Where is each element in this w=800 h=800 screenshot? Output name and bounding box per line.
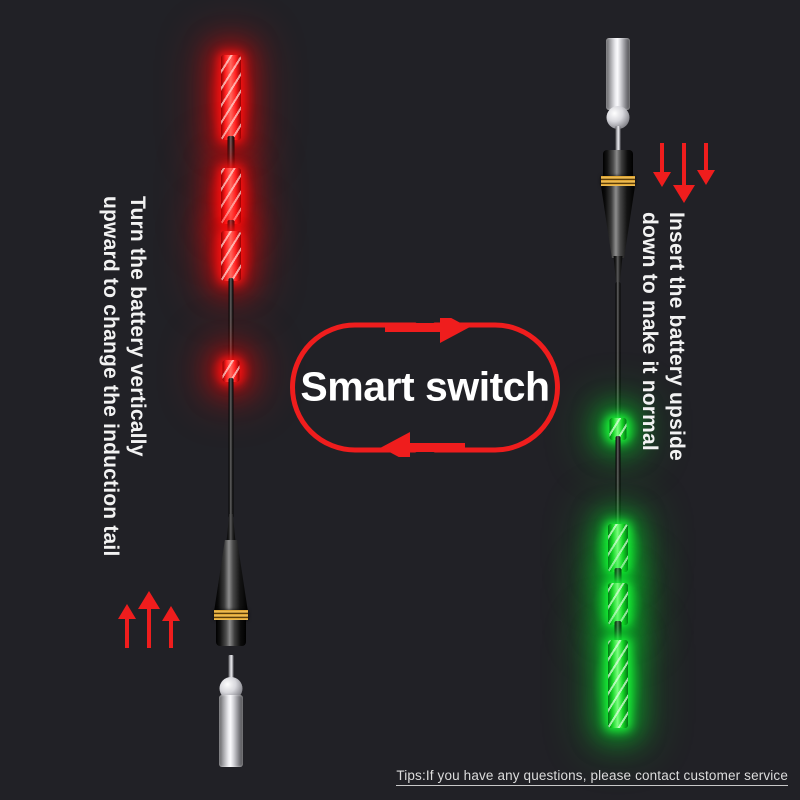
arrow-shaft bbox=[682, 143, 686, 186]
smart-switch-outline-icon bbox=[290, 318, 560, 457]
right-glow-segment-2 bbox=[582, 571, 654, 637]
glow-stripes bbox=[608, 583, 628, 625]
arrow-down-1 bbox=[651, 143, 673, 187]
left-battery bbox=[211, 655, 251, 767]
caption-left: Turn the battery vertically upward to ch… bbox=[97, 196, 151, 557]
arrow-head-icon bbox=[162, 606, 180, 621]
arrow-shaft bbox=[125, 616, 129, 648]
arrow-down-3 bbox=[695, 143, 717, 185]
glow-stripes bbox=[608, 640, 628, 728]
battery-bulb bbox=[219, 677, 243, 700]
right-stem-lower-1 bbox=[614, 568, 622, 586]
arrow-shaft bbox=[169, 618, 173, 648]
battery-pin bbox=[228, 655, 234, 683]
arrow-shaft bbox=[704, 143, 708, 173]
left-glow-segment-2 bbox=[195, 156, 267, 236]
arrow-head-icon bbox=[118, 604, 136, 619]
glow-stripes bbox=[221, 55, 241, 140]
left-gold-rings bbox=[214, 610, 248, 620]
left-stem-main-lower bbox=[228, 378, 234, 518]
right-stem-main-lower bbox=[615, 436, 621, 528]
right-battery-cap bbox=[603, 150, 633, 176]
right-battery bbox=[598, 38, 638, 154]
glow-stripes bbox=[221, 231, 241, 281]
left-glow-segment-1 bbox=[195, 41, 267, 154]
arrow-head-icon bbox=[653, 172, 671, 187]
glow-stripes bbox=[608, 524, 628, 572]
left-glow-segment-3 bbox=[195, 219, 267, 293]
arrow-up-3 bbox=[160, 606, 182, 648]
arrow-up-1 bbox=[116, 604, 138, 648]
caption-right-line1: Insert the battery upside bbox=[665, 212, 688, 461]
left-stem-upper-1 bbox=[227, 136, 235, 172]
battery-bulb bbox=[606, 106, 630, 129]
arrows-down-group bbox=[645, 143, 715, 205]
glow-stripes bbox=[609, 418, 627, 440]
arrow-down-2 bbox=[673, 143, 695, 203]
battery-tube bbox=[606, 38, 630, 110]
right-stem-lower-2 bbox=[614, 621, 622, 643]
float-left bbox=[171, 0, 291, 800]
left-body-neck bbox=[226, 514, 236, 542]
right-gold-rings bbox=[601, 176, 635, 186]
right-glow-segment-3 bbox=[582, 626, 654, 742]
smart-switch-badge: Smart switch bbox=[287, 318, 563, 457]
caption-right-line2: down to make it normal bbox=[638, 212, 661, 451]
battery-tube bbox=[219, 695, 243, 767]
right-glow-segment-1 bbox=[582, 512, 654, 584]
arrow-head-icon bbox=[138, 591, 160, 609]
glow-stripes bbox=[222, 360, 240, 382]
right-stem-main-upper bbox=[615, 282, 621, 420]
arrow-up-2 bbox=[138, 591, 160, 648]
battery-pin bbox=[615, 126, 621, 154]
left-battery-cap bbox=[216, 620, 246, 646]
caption-left-line2: upward to change the induction tail bbox=[99, 196, 122, 557]
right-body-neck bbox=[613, 256, 623, 284]
smart-switch-label: Smart switch bbox=[300, 363, 550, 410]
arrow-head-icon bbox=[673, 185, 695, 203]
tips-text: Tips:If you have any questions, please c… bbox=[396, 768, 788, 786]
arrows-up-group bbox=[110, 588, 180, 648]
glow-stripes bbox=[221, 168, 241, 224]
caption-right: Insert the battery upside down to make i… bbox=[636, 212, 690, 461]
left-stem-main-upper bbox=[228, 278, 234, 370]
left-body-cone bbox=[214, 540, 248, 612]
left-stem-upper-2 bbox=[227, 220, 235, 236]
arrow-shaft bbox=[660, 143, 664, 175]
right-body-cone bbox=[601, 186, 635, 258]
caption-left-line1: Turn the battery vertically bbox=[126, 196, 149, 457]
arrow-head-icon bbox=[697, 170, 715, 185]
arrow-shaft bbox=[147, 606, 151, 648]
